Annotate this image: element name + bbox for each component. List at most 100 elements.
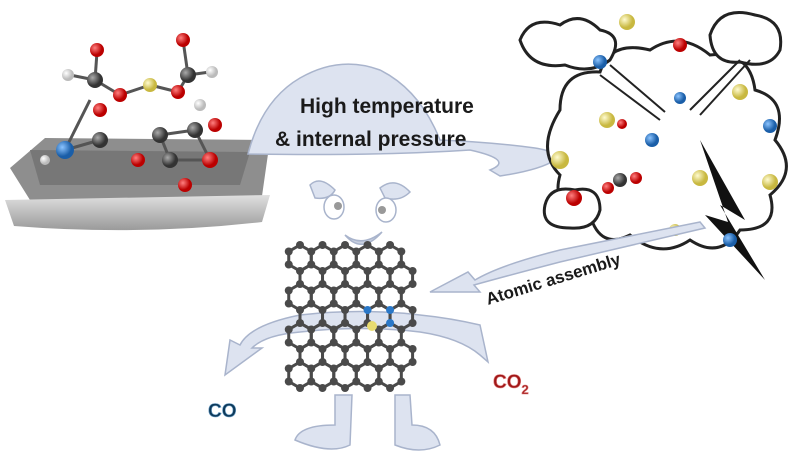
carbon-atom <box>284 325 293 334</box>
carbon-atom <box>329 286 338 295</box>
carbon-atom <box>341 306 350 314</box>
carbon-atom <box>296 280 304 288</box>
carbon-atom <box>318 345 327 353</box>
carbon-atom <box>363 345 372 353</box>
carbon-atom <box>397 377 406 386</box>
carbon-atom <box>329 260 338 269</box>
carbon-atom <box>296 267 304 275</box>
carbon-atom <box>318 319 327 327</box>
carbon-atom <box>318 306 327 314</box>
carbon-atom <box>397 299 406 308</box>
carbon-atom <box>341 345 350 353</box>
carbon-atom <box>284 299 293 308</box>
carbon-atom <box>397 286 406 295</box>
carbon-atom <box>374 377 383 386</box>
carbon-atom <box>374 299 383 308</box>
carbon-atom <box>307 325 316 334</box>
carbon-atom <box>374 286 383 295</box>
nitrogen-atom <box>363 306 372 314</box>
carbon-atom <box>352 338 361 347</box>
carbon-atom <box>296 306 304 314</box>
reaction-tray <box>5 138 270 231</box>
carbon-atom <box>296 345 304 353</box>
carbon-atom <box>307 247 316 256</box>
carbon-atom <box>352 377 361 386</box>
carbon-atom <box>341 241 350 249</box>
carbon-atom <box>284 338 293 347</box>
carbon-atom <box>408 319 417 327</box>
carbon-atom <box>284 247 293 256</box>
catalyst-character <box>224 180 490 451</box>
carbon-atom <box>318 267 327 275</box>
atoms-gas <box>551 14 778 247</box>
carbon-atom <box>307 260 316 269</box>
carbon-atom <box>386 345 395 353</box>
sulfur-atom <box>367 321 377 331</box>
carbon-atom <box>397 260 406 269</box>
carbon-atom <box>408 306 417 314</box>
carbon-atom <box>318 384 327 392</box>
arrow-label-line2: & internal pressure <box>275 128 466 151</box>
carbon-atom <box>341 358 350 366</box>
atoms-precursor <box>40 33 222 192</box>
carbon-atom <box>341 384 350 392</box>
carbon-atom <box>386 358 395 366</box>
nitrogen-atom <box>386 319 395 327</box>
lightning-bolt-icon <box>700 140 765 280</box>
co2-main: CO <box>493 372 522 393</box>
carbon-atom <box>374 260 383 269</box>
graphene-lattice <box>284 241 417 392</box>
carbon-atom <box>329 247 338 256</box>
carbon-atom <box>397 247 406 256</box>
carbon-atom <box>397 338 406 347</box>
nitrogen-atom <box>386 306 395 314</box>
carbon-atom <box>307 364 316 373</box>
carbon-atom <box>329 338 338 347</box>
carbon-atom <box>363 384 372 392</box>
carbon-atom <box>318 280 327 288</box>
carbon-atom <box>374 338 383 347</box>
carbon-atom <box>329 364 338 373</box>
carbon-atom <box>307 377 316 386</box>
carbon-atom <box>296 384 304 392</box>
carbon-atom <box>408 358 417 366</box>
carbon-atom <box>363 241 372 249</box>
carbon-atom <box>284 286 293 295</box>
process-arrow-top <box>247 63 557 177</box>
carbon-atom <box>408 280 417 288</box>
carbon-atom <box>341 319 350 327</box>
co2-subscript: 2 <box>522 382 529 397</box>
carbon-atom <box>296 241 304 249</box>
carbon-atom <box>386 267 395 275</box>
carbon-atom <box>408 267 417 275</box>
carbon-atom <box>307 299 316 308</box>
carbon-atom <box>352 325 361 334</box>
carbon-atom <box>341 280 350 288</box>
carbon-atom <box>363 358 372 366</box>
carbon-atom <box>341 267 350 275</box>
carbon-atom <box>352 247 361 256</box>
carbon-atom <box>363 267 372 275</box>
carbon-atom <box>352 299 361 308</box>
carbon-atom <box>363 280 372 288</box>
carbon-atom <box>296 319 304 327</box>
carbon-atom <box>397 364 406 373</box>
carbon-atom <box>408 345 417 353</box>
explosion-cloud <box>518 11 788 280</box>
carbon-atom <box>284 364 293 373</box>
product-co2-label: CO2 <box>493 372 529 397</box>
carbon-atom <box>352 286 361 295</box>
carbon-atom <box>318 241 327 249</box>
carbon-atom <box>284 260 293 269</box>
carbon-atom <box>386 280 395 288</box>
carbon-atom <box>329 377 338 386</box>
arrow-label-line1: High temperature <box>300 95 474 118</box>
carbon-atom <box>386 384 395 392</box>
product-co-label: CO <box>208 401 237 422</box>
carbon-atom <box>284 377 293 386</box>
carbon-atom <box>386 241 395 249</box>
carbon-atom <box>307 286 316 295</box>
carbon-atom <box>296 358 304 366</box>
